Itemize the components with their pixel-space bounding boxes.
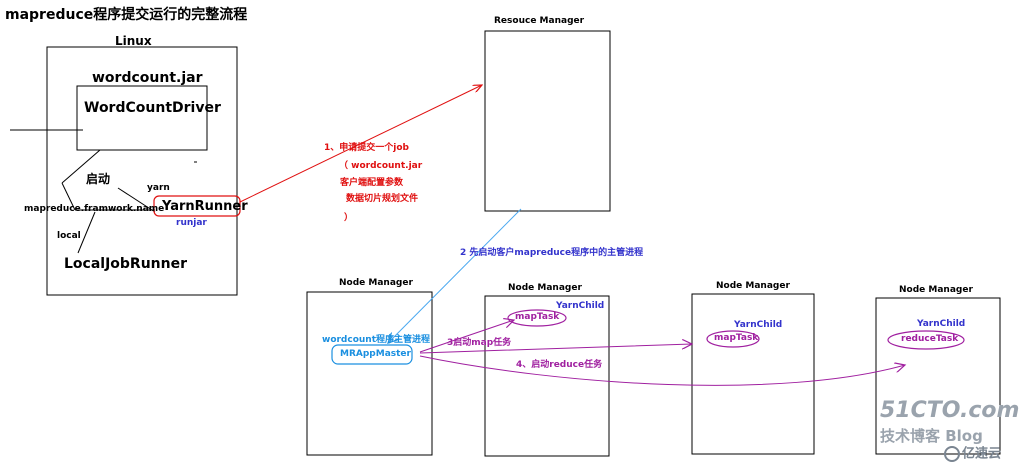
brand-logo-icon	[944, 446, 960, 462]
app-master-label: MRAppMaster	[340, 349, 411, 359]
runjar-label: runjar	[176, 218, 207, 228]
app-master-desc: wordcount程序主管进程	[322, 335, 431, 345]
node-manager-1-label: Node Manager	[339, 278, 413, 288]
step2-label: 2 先启动客户mapreduce程序中的主管进程	[460, 248, 644, 258]
driver-label: WordCountDriver	[84, 100, 221, 116]
node-manager-3-label: Node Manager	[716, 281, 790, 291]
reduce-task-label: reduceTask	[901, 334, 959, 344]
step1-line2: （ wordcount.jar	[339, 161, 423, 171]
step1-line1: 1、申请提交一个job	[324, 143, 409, 153]
start-reduce-arrow	[419, 355, 905, 386]
framework-name-label: mapreduce.framwork.name	[24, 204, 165, 214]
step1-line5: ）	[344, 213, 354, 223]
node-manager-box-3	[691, 293, 815, 455]
branch-to-local-line	[77, 211, 96, 254]
local-runner-label: LocalJobRunner	[64, 256, 188, 272]
resource-manager-box	[484, 30, 611, 212]
map-task-3-label: mapTask	[714, 333, 759, 343]
watermark-blog: 技术博客 Blog	[880, 427, 983, 445]
node-manager-4-label: Node Manager	[899, 285, 973, 295]
diagram-title: mapreduce程序提交运行的完整流程	[5, 7, 248, 23]
jar-label: wordcount.jar	[92, 70, 203, 86]
step4-label: 4、启动reduce任务	[516, 360, 603, 370]
start-label: 启动	[86, 172, 111, 186]
map-task-ellipse-2	[706, 330, 760, 348]
driver-box	[76, 85, 208, 151]
start-map-arrow-1	[419, 320, 514, 353]
node-manager-2-label: Node Manager	[508, 283, 582, 293]
start-map-arrow-2	[419, 344, 692, 354]
branch-to-runner-line	[117, 187, 156, 213]
start-branch-line-2	[61, 182, 76, 211]
linux-label: Linux	[115, 34, 152, 48]
yarn-child-2-label: YarnChild	[556, 301, 605, 311]
yarn-label: yarn	[147, 183, 170, 193]
node-manager-box-4	[875, 297, 1001, 455]
yarn-child-3-label: YarnChild	[734, 320, 783, 330]
watermark-brand: 亿速云	[944, 446, 1001, 462]
yarn-runner-highlight	[153, 195, 241, 217]
reduce-task-ellipse	[887, 330, 965, 350]
linux-box	[46, 46, 238, 296]
yarn-child-4-label: YarnChild	[917, 319, 966, 329]
local-label: local	[57, 231, 81, 241]
step3-label: 3启动map任务	[447, 338, 512, 348]
resource-manager-label: Resouce Manager	[494, 16, 585, 26]
watermark-site: 51CTO.com	[880, 398, 1019, 423]
watermark-brand-text: 亿速云	[962, 446, 1002, 462]
node-manager-box-2	[484, 295, 610, 457]
step1-line3: 客户端配置参数	[340, 178, 404, 188]
start-appmaster-arrow	[388, 208, 522, 343]
node-manager-box-1	[306, 291, 433, 456]
yarn-runner-label: YarnRunner	[162, 199, 248, 214]
start-branch-line-1	[61, 149, 101, 184]
map-task-2-label: mapTask	[515, 312, 560, 322]
step1-line4: 数据切片规划文件	[346, 194, 419, 204]
submit-job-arrow	[239, 85, 482, 203]
app-master-highlight	[331, 344, 413, 365]
